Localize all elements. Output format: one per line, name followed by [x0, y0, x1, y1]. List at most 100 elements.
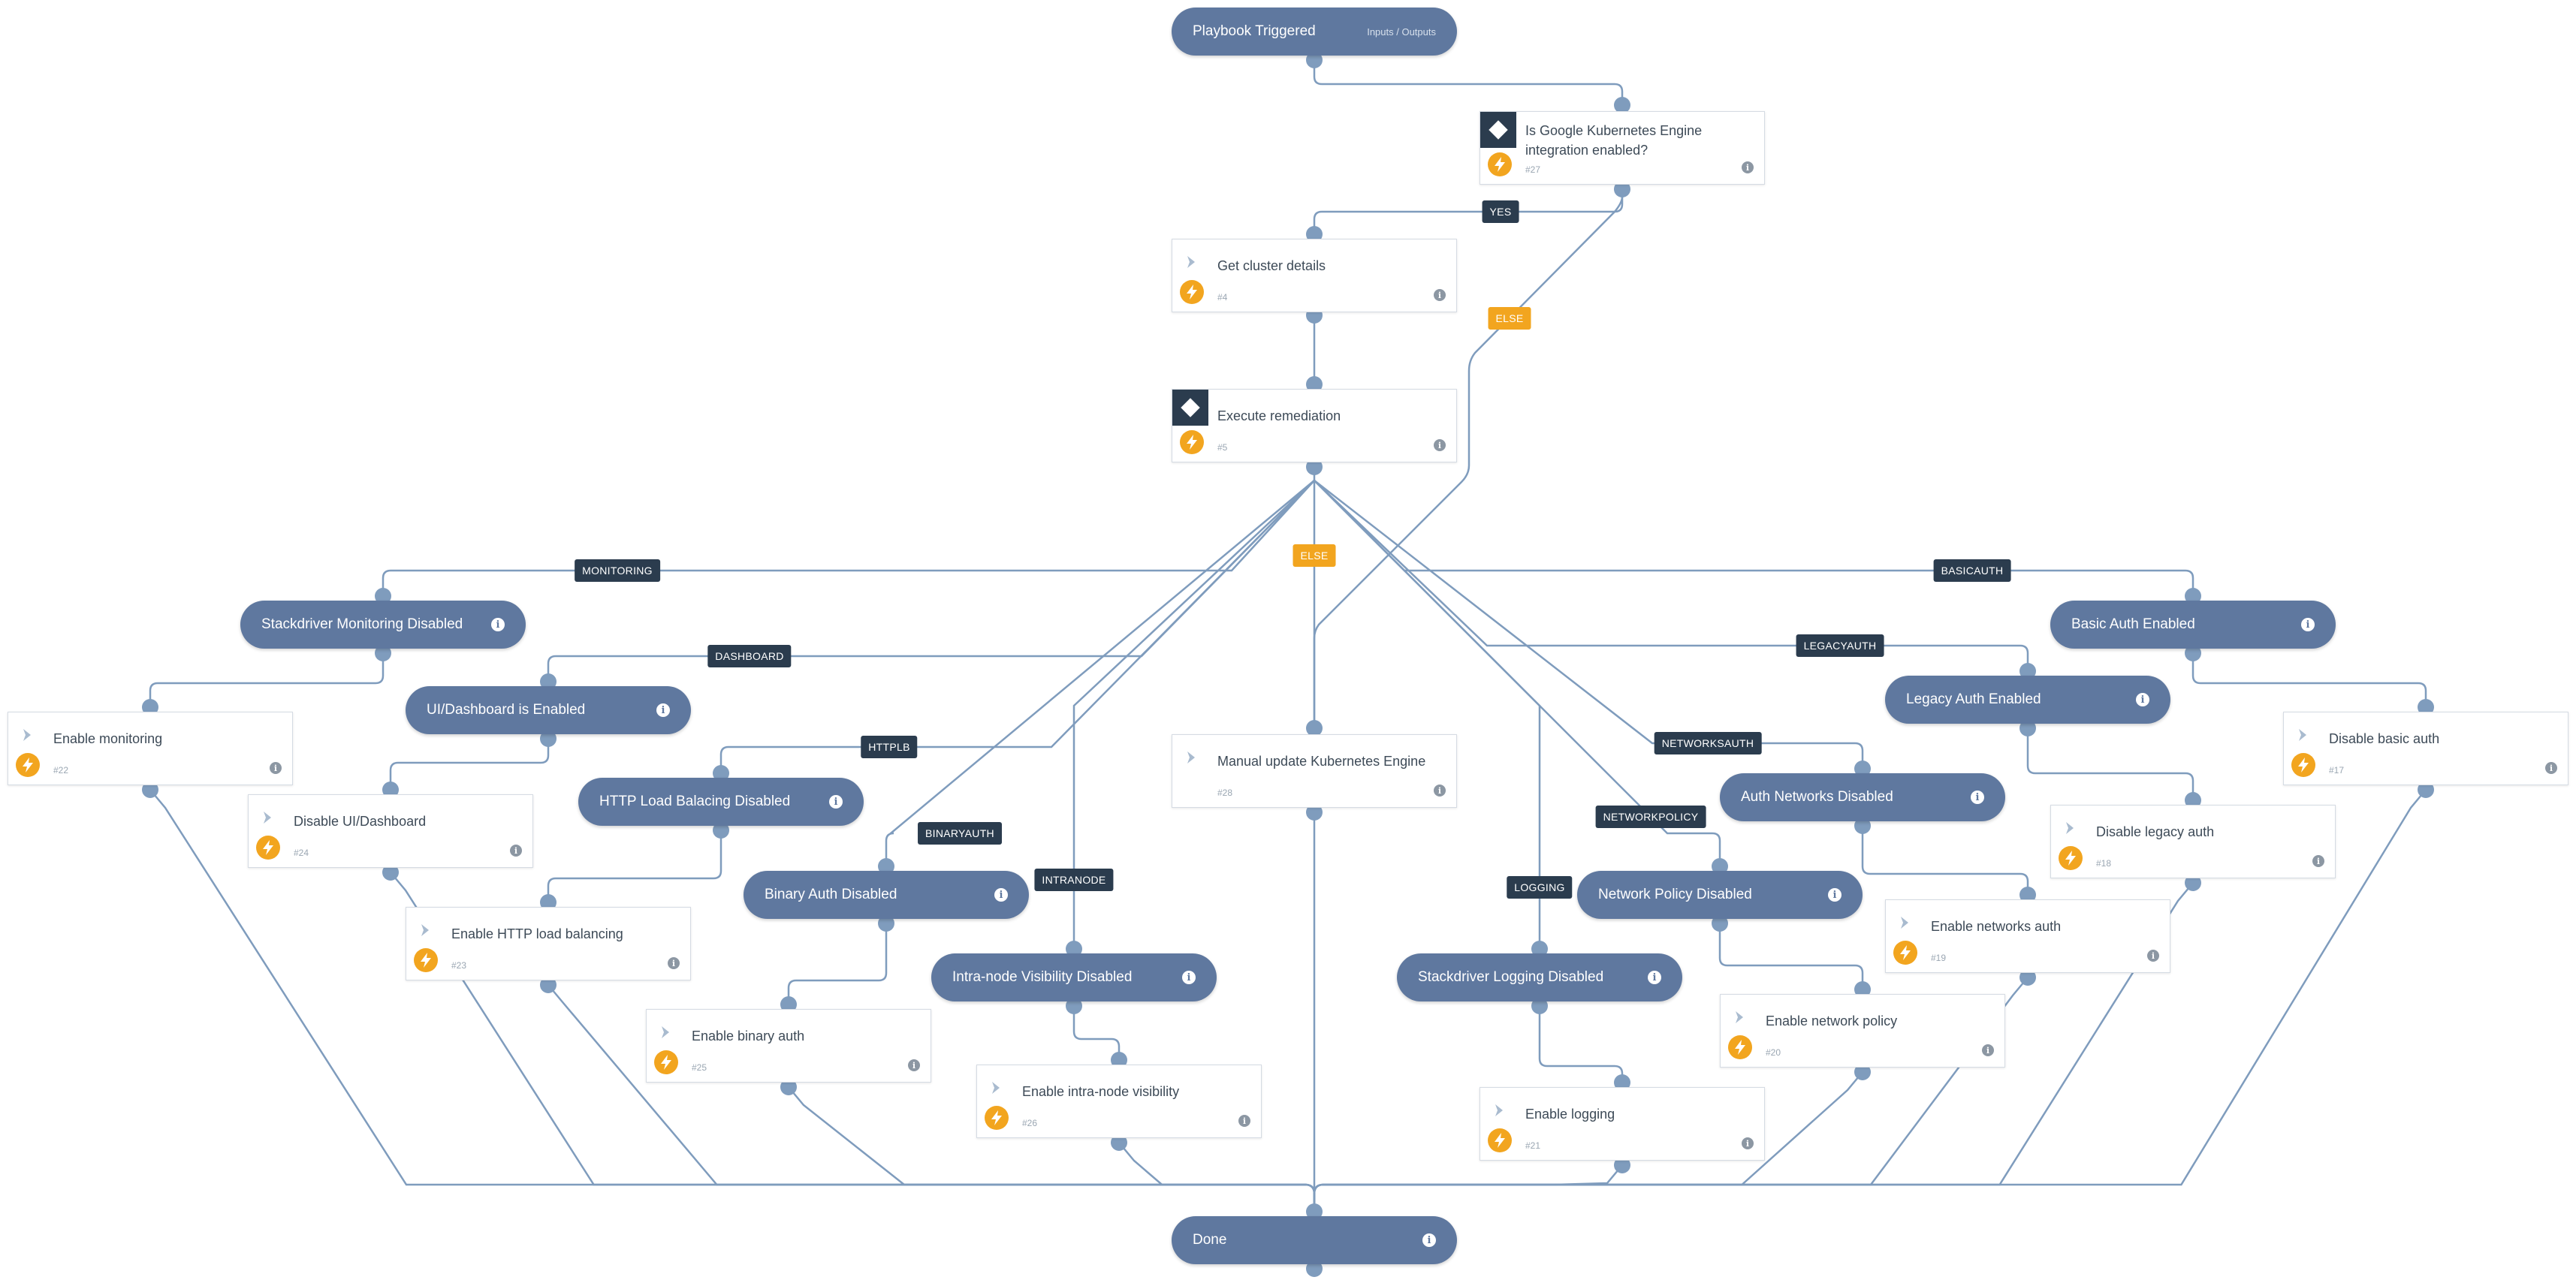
connector-port[interactable]	[382, 782, 399, 798]
playbook-triggered-node[interactable]: Playbook Triggered Inputs / Outputs	[1172, 8, 1457, 56]
task-enable-networks-auth[interactable]: Enable networks auth #19 i	[1885, 899, 2170, 973]
connector-port[interactable]	[1306, 804, 1323, 821]
info-icon[interactable]: i	[994, 888, 1008, 902]
info-icon[interactable]: i	[1648, 971, 1661, 984]
task-enable-monitoring[interactable]: Enable monitoring #22 i	[8, 712, 293, 785]
section-binary-auth[interactable]: Binary Auth Disabled i	[744, 871, 1029, 919]
connector-port[interactable]	[382, 864, 399, 881]
section-http-lb[interactable]: HTTP Load Balacing Disabled i	[578, 778, 864, 826]
connector-port[interactable]	[1066, 941, 1082, 957]
edge-label-basicauth[interactable]: BASICAUTH	[1933, 559, 2011, 582]
connector-port[interactable]	[1531, 941, 1548, 957]
info-icon[interactable]: i	[908, 1059, 920, 1071]
edge-label-httplb[interactable]: HTTPLB	[861, 736, 918, 758]
info-icon[interactable]: i	[1828, 888, 1842, 902]
edge-label-dashboard[interactable]: DASHBOARD	[707, 645, 792, 667]
section-auth-networks[interactable]: Auth Networks Disabled i	[1720, 773, 2005, 821]
edge-label-networksauth[interactable]: NETWORKSAUTH	[1654, 732, 1762, 754]
task-get-cluster[interactable]: Get cluster details #4 i	[1172, 239, 1457, 312]
info-icon[interactable]: i	[1971, 791, 1984, 804]
info-icon[interactable]: i	[1434, 439, 1446, 451]
info-icon[interactable]: i	[656, 703, 670, 717]
edge-label-yes[interactable]: YES	[1482, 200, 1519, 223]
connector-port[interactable]	[2418, 699, 2434, 715]
connector-port[interactable]	[1306, 1203, 1323, 1220]
connector-port[interactable]	[878, 858, 894, 875]
connector-port[interactable]	[1066, 998, 1082, 1014]
done-node[interactable]: Done i	[1172, 1216, 1457, 1264]
connector-port[interactable]	[713, 822, 729, 839]
edge-label-legacyauth[interactable]: LEGACYAUTH	[1796, 634, 1884, 657]
info-icon[interactable]: i	[1182, 971, 1196, 984]
info-icon[interactable]: i	[1238, 1115, 1250, 1127]
connector-port[interactable]	[1306, 1260, 1323, 1277]
connector-port[interactable]	[1614, 181, 1630, 197]
task-execute-remediation[interactable]: Execute remediation #5 i	[1172, 389, 1457, 462]
connector-port[interactable]	[1854, 760, 1871, 777]
connector-port[interactable]	[780, 996, 797, 1013]
info-icon[interactable]: i	[2312, 855, 2324, 867]
connector-port[interactable]	[142, 782, 158, 798]
task-enable-binary-auth[interactable]: Enable binary auth #25 i	[646, 1009, 931, 1083]
task-enable-logging[interactable]: Enable logging #21 i	[1480, 1087, 1765, 1161]
connector-port[interactable]	[1111, 1134, 1127, 1151]
info-icon[interactable]: i	[2136, 693, 2149, 706]
info-icon[interactable]: i	[491, 618, 505, 631]
info-icon[interactable]: i	[1742, 1137, 1754, 1149]
section-legacy-auth[interactable]: Legacy Auth Enabled i	[1885, 676, 2170, 724]
connector-port[interactable]	[142, 699, 158, 715]
connector-port[interactable]	[2185, 792, 2201, 809]
task-check-integration[interactable]: Is Google Kubernetes Engine integration …	[1480, 111, 1765, 185]
connector-port[interactable]	[1306, 459, 1323, 475]
connector-port[interactable]	[540, 977, 557, 993]
connector-port[interactable]	[2019, 969, 2036, 986]
connector-port[interactable]	[1614, 1074, 1630, 1091]
edge-label-logging[interactable]: LOGGING	[1507, 876, 1573, 899]
edge-label-monitoring[interactable]: MONITORING	[575, 559, 660, 582]
edge-label-else-remediation[interactable]: ELSE	[1293, 544, 1336, 567]
task-disable-dashboard[interactable]: Disable UI/Dashboard #24 i	[248, 794, 533, 868]
info-icon[interactable]: i	[1982, 1044, 1994, 1056]
connector-port[interactable]	[540, 673, 557, 690]
connector-port[interactable]	[1531, 998, 1548, 1014]
edge-label-intranode[interactable]: INTRANODE	[1034, 869, 1114, 891]
info-icon[interactable]: i	[1434, 785, 1446, 797]
section-ui-dashboard[interactable]: UI/Dashboard is Enabled i	[406, 686, 691, 734]
connector-port[interactable]	[540, 894, 557, 911]
connector-port[interactable]	[713, 765, 729, 782]
info-icon[interactable]: i	[829, 795, 843, 809]
connector-port[interactable]	[780, 1079, 797, 1095]
connector-port[interactable]	[1306, 52, 1323, 68]
info-icon[interactable]: i	[2545, 762, 2557, 774]
info-icon[interactable]: i	[270, 762, 282, 774]
connector-port[interactable]	[2185, 645, 2201, 661]
connector-port[interactable]	[1854, 1064, 1871, 1080]
task-disable-legacy-auth[interactable]: Disable legacy auth #18 i	[2050, 805, 2336, 878]
connector-port[interactable]	[2185, 875, 2201, 891]
connector-port[interactable]	[878, 915, 894, 932]
connector-port[interactable]	[1712, 915, 1728, 932]
edge-label-else-integration[interactable]: ELSE	[1488, 307, 1531, 330]
edge-label-binaryauth[interactable]: BINARYAUTH	[918, 822, 1002, 845]
info-icon[interactable]: i	[1422, 1233, 1436, 1247]
info-icon[interactable]: i	[668, 957, 680, 969]
info-icon[interactable]: i	[1742, 161, 1754, 173]
connector-port[interactable]	[2185, 588, 2201, 604]
connector-port[interactable]	[1306, 226, 1323, 242]
connector-port[interactable]	[2418, 782, 2434, 798]
connector-port[interactable]	[1306, 720, 1323, 736]
section-stackdriver-monitoring[interactable]: Stackdriver Monitoring Disabled i	[240, 601, 526, 649]
info-icon[interactable]: i	[510, 845, 522, 857]
connector-port[interactable]	[2019, 887, 2036, 903]
info-icon[interactable]: i	[1434, 289, 1446, 301]
edge-label-networkpolicy[interactable]: NETWORKPOLICY	[1595, 806, 1706, 828]
section-network-policy[interactable]: Network Policy Disabled i	[1577, 871, 1863, 919]
connector-port[interactable]	[375, 645, 391, 661]
info-icon[interactable]: i	[2301, 618, 2315, 631]
section-stackdriver-logging[interactable]: Stackdriver Logging Disabled i	[1397, 953, 1682, 1001]
connector-port[interactable]	[2019, 663, 2036, 679]
connector-port[interactable]	[1854, 818, 1871, 834]
connector-port[interactable]	[1306, 376, 1323, 393]
section-intranode[interactable]: Intra-node Visibility Disabled i	[931, 953, 1217, 1001]
